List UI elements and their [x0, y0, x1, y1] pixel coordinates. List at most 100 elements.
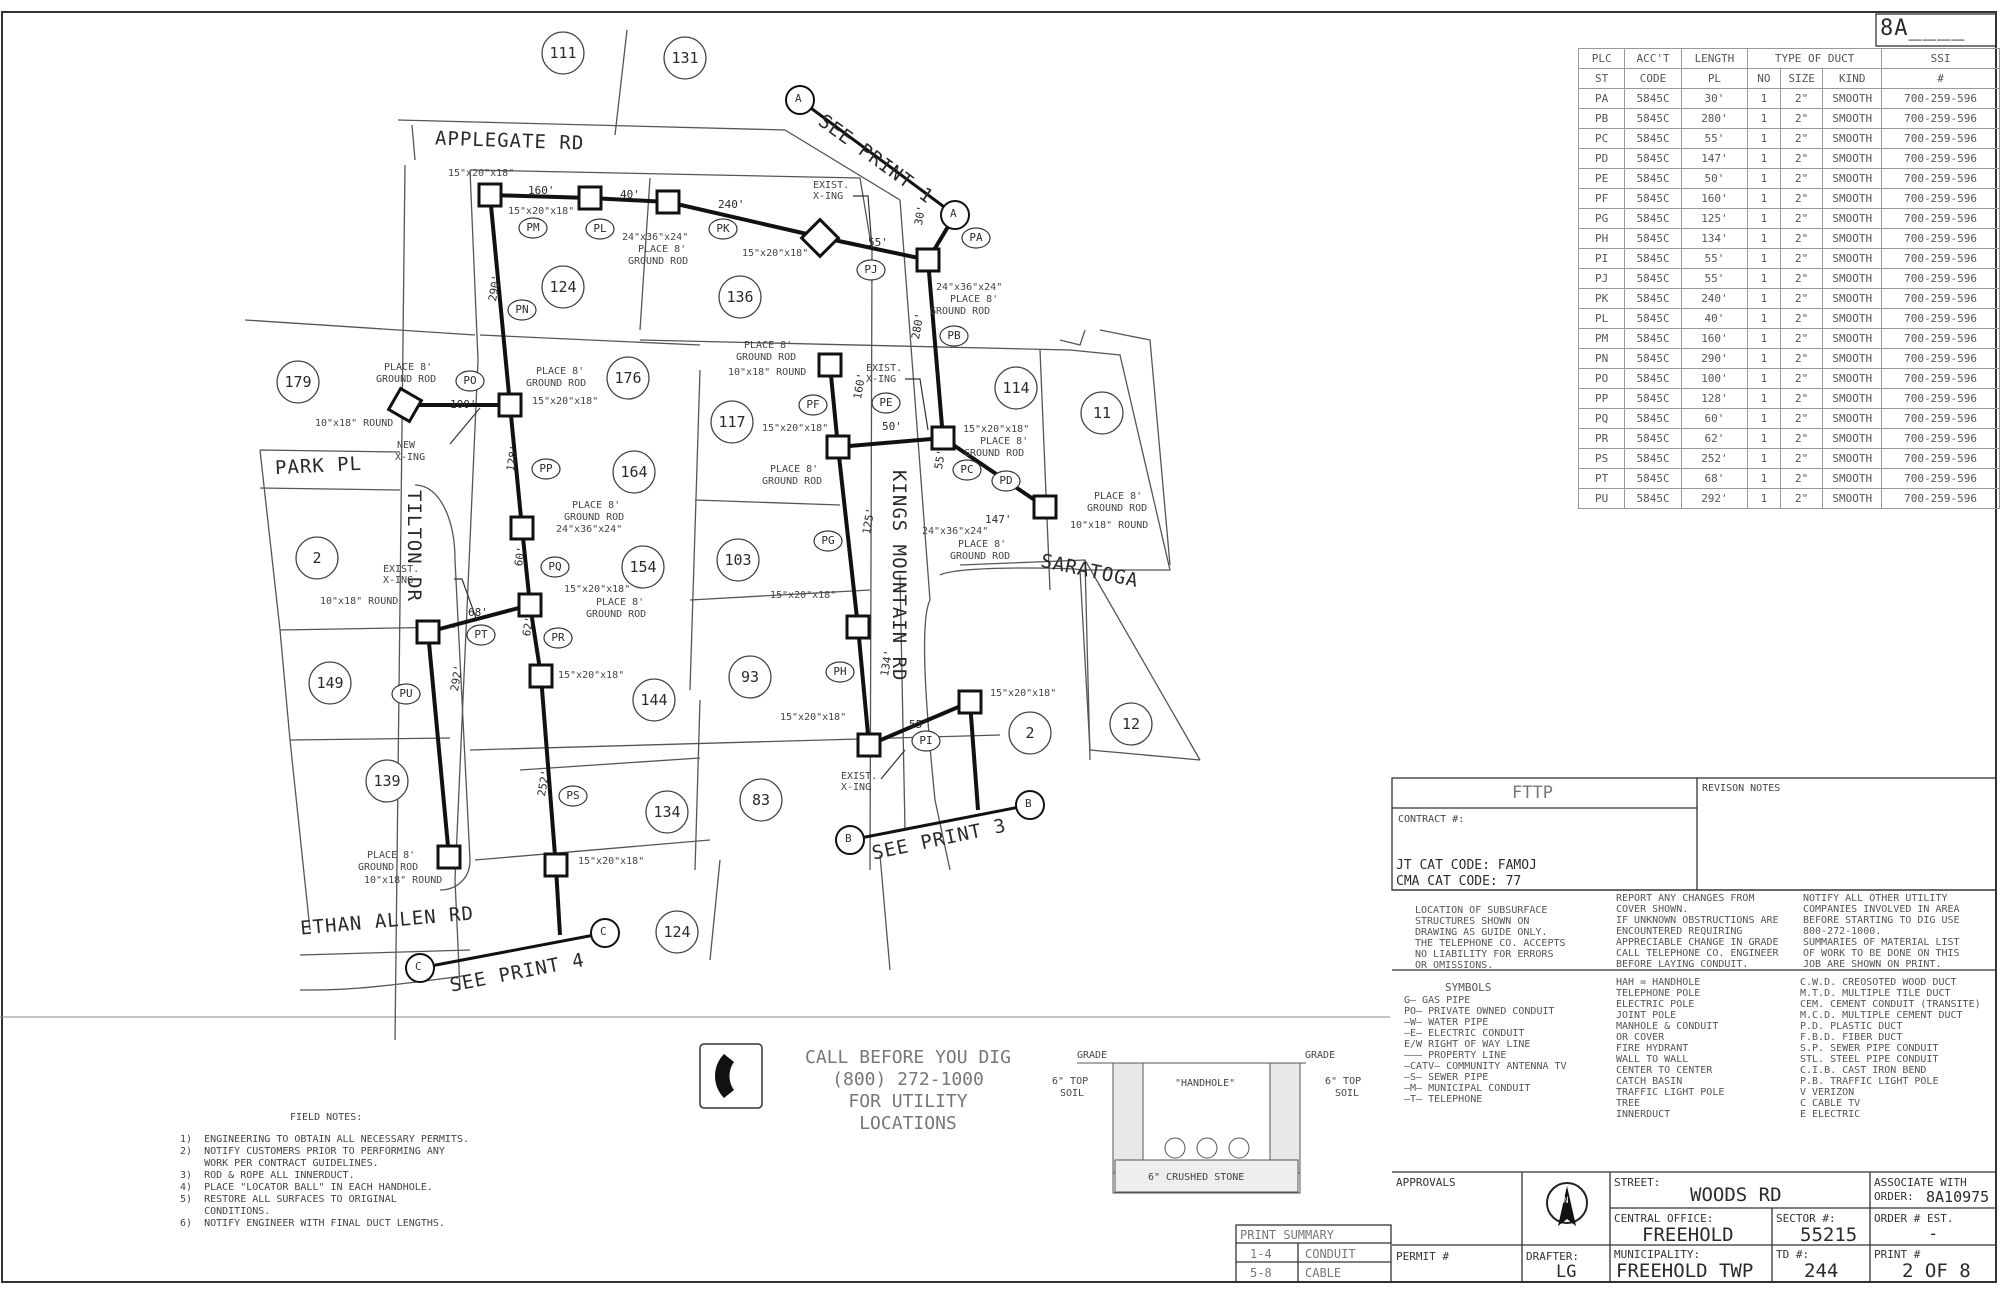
hh-annot-3: 24"x36"x24": [622, 232, 689, 243]
text-line: —S— SEWER PIPE: [1404, 1072, 1489, 1083]
schedule-cell: 1: [1747, 128, 1781, 149]
revision-notes-label: REVISON NOTES: [1702, 783, 1781, 794]
lot-number: 124: [549, 278, 577, 296]
text-line: S.P. SEWER PIPE CONDUIT: [1800, 1043, 1939, 1054]
hh-annot-5b: PLACE 8': [950, 294, 999, 305]
hh-annot-10a: PLACE 8': [770, 464, 819, 475]
schedule-cell: 5845C: [1624, 408, 1682, 429]
text-line: LOCATIONS: [859, 1113, 957, 1134]
text-line: SUMMARIES OF MATERIAL LIST: [1803, 937, 1960, 948]
schedule-cell: 5845C: [1624, 248, 1682, 269]
schedule-cell: 1: [1747, 448, 1781, 469]
schedule-cell: 5845C: [1624, 228, 1682, 249]
text-line: M.C.D. MULTIPLE CEMENT DUCT: [1800, 1010, 1963, 1021]
schedule-cell: PF: [1577, 188, 1626, 209]
text-line: STRUCTURES SHOWN ON: [1415, 916, 1530, 927]
placement-label: PC: [960, 463, 974, 476]
hh-annot-8b: GROUND ROD: [736, 352, 797, 363]
hh-annot-22a: PLACE 8': [367, 850, 416, 861]
text-line: FOR UTILITY: [848, 1091, 968, 1112]
schedule-cell: 252': [1680, 448, 1749, 469]
hh-annot-10b: GROUND ROD: [762, 476, 823, 487]
schedule-cell: 2": [1779, 488, 1824, 509]
handhole-section: [1077, 1062, 1306, 1194]
schedule-cell: PA: [1577, 88, 1626, 109]
street-label: STREET:: [1614, 1176, 1661, 1189]
schedule-cell: 134': [1680, 228, 1749, 249]
schedule-cell: 1: [1747, 308, 1781, 329]
schedule-cell: 1: [1747, 288, 1781, 309]
lot-number: 93: [740, 668, 760, 686]
schedule-cell: PC: [1577, 128, 1626, 149]
text-line: 800-272-1000.: [1803, 926, 1882, 937]
hh-annot-11c: GROUND ROD: [964, 448, 1025, 459]
schedule-cell: SMOOTH: [1822, 348, 1883, 369]
lot-number: 131: [671, 49, 699, 67]
text-line: APPRECIABLE CHANGE IN GRADE: [1616, 937, 1779, 948]
drafter-label: DRAFTER:: [1526, 1250, 1579, 1263]
schedule-cell: PO: [1577, 368, 1626, 389]
print-summary-r1-b: CONDUIT: [1305, 1247, 1356, 1261]
schedule-cell: 1: [1747, 348, 1781, 369]
schedule-cell: 2": [1779, 428, 1824, 449]
text-line: F.B.D. FIBER DUCT: [1800, 1032, 1903, 1043]
schedule-cell: PK: [1577, 288, 1626, 309]
sheet-border: [1, 11, 1997, 1283]
schedule-header-row-2: ST CODE PL NO SIZE KIND #: [1577, 68, 2000, 89]
text-line: 1) ENGINEERING TO OBTAIN ALL NECESSARY P…: [180, 1134, 469, 1145]
see-print-circles: [405, 85, 1045, 983]
lot-number: 154: [629, 558, 657, 576]
text-line: IF UNKNOWN OBSTRUCTIONS ARE: [1616, 915, 1779, 926]
text-line: COMPANIES INVOLVED IN AREA: [1803, 904, 1960, 915]
lot-number: 124: [663, 923, 691, 941]
see-print-b-letter: B: [845, 832, 852, 845]
schedule-cell: 700-259-596: [1881, 348, 2000, 369]
schedule-cell: SMOOTH: [1822, 268, 1883, 289]
section-soil-right: SOIL: [1335, 1088, 1360, 1099]
schedule-cell: 700-259-596: [1881, 188, 2000, 209]
fttp-title: FTTP: [1512, 783, 1553, 803]
duct-length-label: 100': [450, 398, 477, 411]
schedule-cell: PD: [1577, 148, 1626, 169]
schedule-cell: 2": [1779, 168, 1824, 189]
schedule-cell: 60': [1680, 408, 1749, 429]
print-summary-r2-b: CABLE: [1305, 1266, 1342, 1280]
lot-number: 2: [312, 549, 322, 567]
schedule-header-row-1: PLC ACC'T LENGTH TYPE OF DUCT SSI: [1577, 48, 2000, 69]
text-line: —E— ELECTRIC CONDUIT: [1404, 1028, 1525, 1039]
hh-annot-19: 15"x20"x18": [780, 712, 847, 723]
print-summary-r1-a: 1-4: [1250, 1247, 1272, 1261]
text-line: 2) NOTIFY CUSTOMERS PRIOR TO PERFORMING …: [180, 1146, 445, 1157]
see-print-c-letter: C: [415, 960, 422, 973]
text-line: THE TELEPHONE CO. ACCEPTS: [1415, 938, 1566, 949]
hh-annot-11b: PLACE 8': [980, 436, 1029, 447]
schedule-cell: PL: [1577, 308, 1626, 329]
title-block-grid: [1235, 13, 1997, 1283]
print-summary-r2-a: 5-8: [1250, 1266, 1272, 1280]
placement-ovals: [391, 217, 1021, 807]
hh-annot-21: 15"x20"x18": [578, 856, 645, 867]
placement-label: PS: [566, 789, 580, 802]
schedule-cell: SMOOTH: [1822, 448, 1883, 469]
section-topsoil-left: 6" TOP: [1052, 1076, 1089, 1087]
sheet-id: 8A____: [1880, 16, 1966, 41]
schedule-cell: 2": [1779, 448, 1824, 469]
schedule-cell: 700-259-596: [1881, 288, 2000, 309]
schedule-cell: 2": [1779, 128, 1824, 149]
placement-label: PQ: [548, 560, 562, 573]
xing-annot-5b: X-ING: [841, 782, 872, 793]
schedule-cell: SMOOTH: [1822, 188, 1883, 209]
text-line: 6) NOTIFY ENGINEER WITH FINAL DUCT LENGT…: [180, 1218, 445, 1229]
hh-annot-14a: PLACE 8': [572, 500, 621, 511]
property-lines: [244, 29, 1201, 1041]
hh-annot-14b: GROUND ROD: [564, 512, 625, 523]
schedule-cell: SMOOTH: [1822, 428, 1883, 449]
sched-h2-num: #: [1881, 68, 2000, 89]
schedule-cell: 2": [1779, 348, 1824, 369]
schedule-cell: 2": [1779, 248, 1824, 269]
